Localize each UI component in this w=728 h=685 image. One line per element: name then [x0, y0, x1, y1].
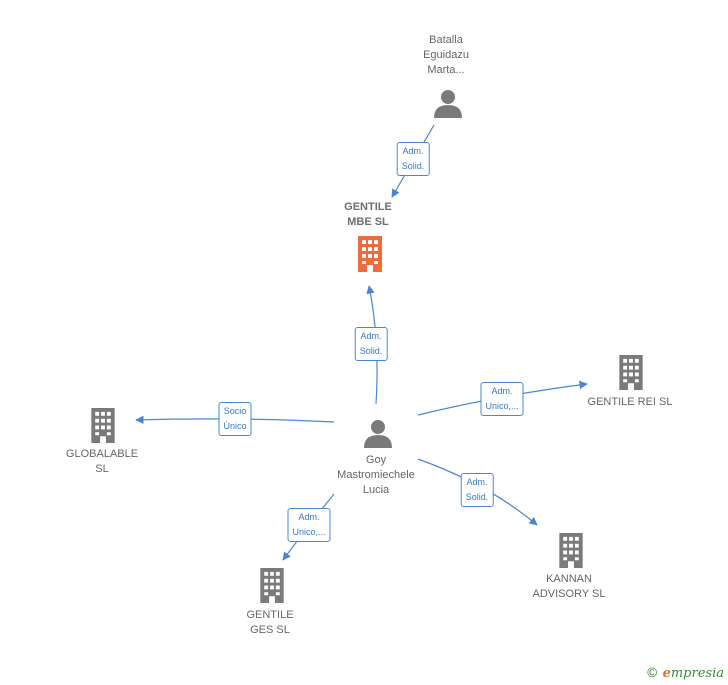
edge-label-line: Solid. — [359, 346, 383, 356]
brand-logo-initial: e — [662, 666, 671, 681]
person-icon[interactable] — [434, 90, 462, 118]
edge-label-line: Único — [223, 421, 247, 431]
edge-label-goy-to-gentile-rei[interactable]: Adm. Unico,... — [480, 382, 524, 416]
node-label-line: Mastromiechele — [337, 469, 415, 481]
node-label-line: SL — [95, 463, 109, 475]
node-label-line: GENTILE REI SL — [587, 396, 673, 408]
building-icon[interactable] — [358, 236, 382, 272]
edge-label-goy-to-gentile-mbe[interactable]: Adm. Solid. — [354, 327, 388, 361]
node-label-line: Lucia — [362, 484, 390, 496]
node-label-line: ADVISORY SL — [532, 588, 606, 600]
edge-label-line: Solid. — [401, 161, 425, 171]
node-label-line: GENTILE — [246, 609, 294, 621]
building-icon[interactable] — [91, 408, 115, 443]
copyright-icon: © — [645, 666, 659, 681]
node-label-line: Marta... — [427, 64, 465, 76]
copyright-notice: ©empresia — [646, 666, 724, 681]
building-icon[interactable] — [260, 568, 284, 603]
node-label-kannan[interactable]: KANNAN ADVISORY SL — [533, 572, 606, 602]
node-label-line: KANNAN — [546, 573, 592, 585]
node-label-line: GES SL — [250, 624, 290, 636]
edge-label-batalla-to-gentile-mbe[interactable]: Adm. Solid. — [396, 142, 430, 176]
node-label-gentile-mbe[interactable]: GENTILE MBE SL — [344, 200, 392, 230]
edge-label-line: Adm. — [298, 512, 320, 522]
node-label-line: GENTILE — [344, 201, 392, 213]
node-label-batalla[interactable]: Batalla Eguidazu Marta... — [423, 33, 469, 78]
edge-label-line: Unico,... — [485, 401, 519, 411]
brand-logo-text: mpresia — [670, 666, 724, 681]
edge-label-line: Adm. — [360, 331, 382, 341]
edge-label-goy-to-gentile-ges[interactable]: Adm. Unico,... — [287, 508, 331, 542]
building-icon[interactable] — [619, 355, 643, 390]
node-label-globalable[interactable]: GLOBALABLE SL — [66, 447, 138, 477]
edge-label-line: Adm. — [402, 146, 424, 156]
edge-label-line: Adm. — [491, 386, 513, 396]
edge-label-goy-to-kannan[interactable]: Adm. Solid. — [460, 473, 494, 507]
person-icon[interactable] — [364, 420, 392, 448]
node-label-line: Goy — [365, 454, 387, 466]
node-label-gentile-rei[interactable]: GENTILE REI SL — [588, 395, 673, 410]
node-label-line: Batalla — [429, 34, 463, 46]
edge-label-line: Socio — [223, 406, 247, 416]
node-label-line: Eguidazu — [423, 49, 469, 61]
node-label-goy[interactable]: Goy Mastromiechele Lucia — [337, 453, 415, 498]
edge-label-line: Adm. — [466, 477, 488, 487]
edge-label-line: Solid. — [465, 492, 489, 502]
node-label-line: MBE SL — [347, 216, 389, 228]
edge-label-line: Unico,... — [292, 527, 326, 537]
building-icon[interactable] — [559, 533, 583, 568]
node-label-line: GLOBALABLE — [65, 448, 139, 460]
edge-label-goy-to-globalable[interactable]: Socio Único — [218, 402, 252, 436]
node-label-gentile-ges[interactable]: GENTILE GES SL — [246, 608, 293, 638]
